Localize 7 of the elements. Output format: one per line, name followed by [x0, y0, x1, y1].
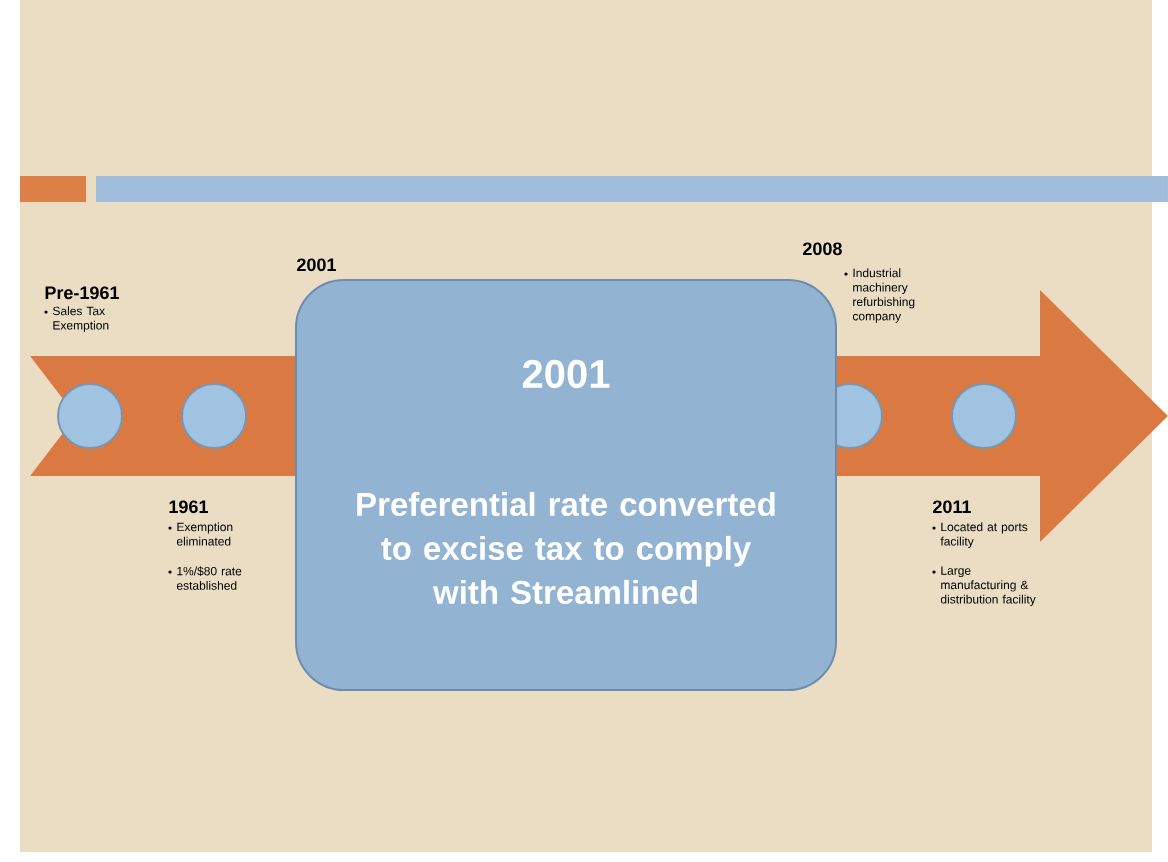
year-heading: 2011	[933, 500, 971, 514]
callout-box	[295, 279, 837, 691]
callout-text: Preferential rate converted to excise tax to comply with Streamlined	[357, 491, 775, 605]
year-heading: 1961	[169, 500, 208, 514]
year-heading: Pre-1961	[45, 286, 119, 300]
callout-title: 2001	[522, 359, 610, 389]
year-heading: 2008	[803, 242, 842, 256]
